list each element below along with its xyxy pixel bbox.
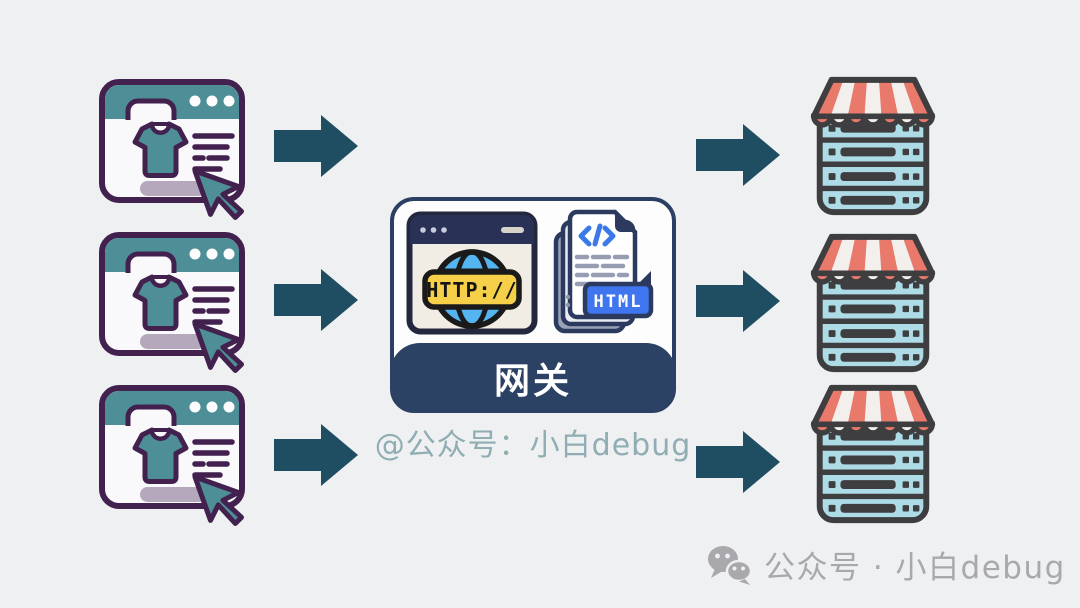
wechat-icon <box>708 545 753 585</box>
watermark: 公众号 · 小白debug <box>706 542 1066 587</box>
server-store-icon <box>803 229 943 377</box>
client-browser-icon <box>98 78 250 220</box>
server-store-icon <box>803 380 943 528</box>
client-browser-icon <box>98 231 250 373</box>
html-file-icon: HTML <box>553 209 654 334</box>
gateway-caption: @公众号：小白debug <box>374 428 692 463</box>
arrow-right-icon <box>696 270 780 332</box>
gateway-banner: 网关 <box>390 343 676 413</box>
arrow-right-icon <box>696 431 780 493</box>
http-browser-globe-icon: HTTP:// <box>406 211 538 335</box>
watermark-text: 公众号 · 小白debug <box>764 550 1066 586</box>
code-brackets-icon <box>578 223 616 247</box>
gateway-label: 网关 <box>493 361 572 402</box>
arrow-right-icon <box>274 115 358 177</box>
arrow-right-icon <box>274 269 358 331</box>
arrow-right-icon <box>274 424 358 486</box>
http-badge-label: HTTP:// <box>426 278 517 302</box>
html-badge-label: HTML <box>594 292 643 312</box>
server-store-icon <box>803 72 943 220</box>
gateway-card: HTTP:// HTML 网关 <box>390 197 676 413</box>
arrow-right-icon <box>696 124 780 186</box>
client-browser-icon <box>98 384 250 526</box>
